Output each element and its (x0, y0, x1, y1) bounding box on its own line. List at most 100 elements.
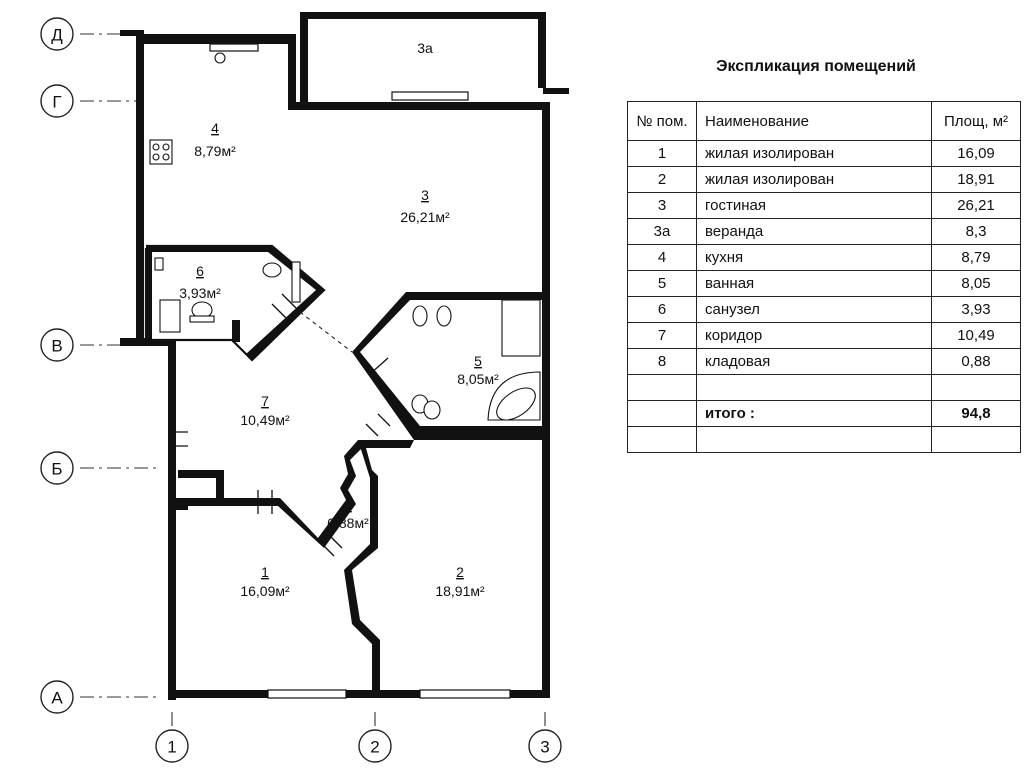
sink-icon (214, 52, 226, 64)
room-area: 0,88м² (327, 515, 369, 531)
table-header-row: № пом. Наименование Площ, м² (627, 101, 1021, 141)
table-row-empty (627, 374, 1021, 401)
room-number: 2 (456, 564, 464, 580)
room-area: 3,93м² (179, 285, 221, 301)
axis-label-b: Б (51, 460, 62, 479)
bidet5-icon (436, 305, 452, 327)
header-name: Наименование (696, 101, 932, 141)
row-area: 3,93 (931, 296, 1021, 323)
table-row-empty (627, 426, 1021, 453)
fixtures (149, 52, 541, 421)
axis-label-1: 1 (167, 738, 176, 757)
row-area: 10,49 (931, 322, 1021, 349)
axis-marker-b: Б (40, 451, 74, 485)
axis-marker-d: Д (40, 17, 74, 51)
room-label-1: 1 16,09м² (240, 564, 290, 599)
table-row: 8 кладовая 0,88 (627, 348, 1021, 375)
room-label-3: 3 26,21м² (400, 187, 450, 225)
row-num: 3 (627, 192, 697, 219)
row-num: 3а (627, 218, 697, 245)
room-label-6: 6 3,93м² (179, 263, 221, 301)
room-area: 16,09м² (240, 583, 290, 599)
row-name: веранда (696, 218, 932, 245)
room-label-3a: 3а (417, 40, 433, 56)
room2-window (419, 689, 511, 699)
axis-label-a: А (51, 689, 63, 708)
door-marks (168, 293, 391, 557)
axis-label-2: 2 (370, 738, 379, 757)
row-num: 4 (627, 244, 697, 271)
table-row: 3а веранда 8,3 (627, 218, 1021, 245)
room-area: 10,49м² (240, 412, 290, 428)
axis-label-g: Г (52, 93, 61, 112)
room-area: 8,05м² (457, 371, 499, 387)
room-label-5: 5 8,05м² (457, 353, 499, 387)
room-area: 18,91м² (435, 583, 485, 599)
room-number: 3а (417, 40, 433, 56)
toilet5-icon (412, 305, 428, 327)
row-name: коридор (696, 322, 932, 349)
room-number: 6 (196, 263, 204, 279)
row-area: 0,88 (931, 348, 1021, 375)
row-area: 8,05 (931, 270, 1021, 297)
axis-label-v: В (51, 337, 62, 356)
row-name: кухня (696, 244, 932, 271)
room-label-8: 8 0,88м² (327, 497, 369, 531)
room-number: 7 (261, 393, 269, 409)
room-label-2: 2 18,91м² (435, 564, 485, 599)
axis-label-d: Д (51, 26, 63, 45)
row-area: 8,3 (931, 218, 1021, 245)
row-num: 5 (627, 270, 697, 297)
room-label-7: 7 10,49м² (240, 393, 290, 428)
row-num: 8 (627, 348, 697, 375)
row-name: гостиная (696, 192, 932, 219)
room-number: 8 (344, 497, 352, 513)
total-area: 94,8 (931, 400, 1021, 427)
room-number: 3 (421, 187, 429, 203)
room-area: 26,21м² (400, 209, 450, 225)
row-name: ванная (696, 270, 932, 297)
total-label: итого : (696, 400, 932, 427)
kitchen-window (209, 43, 259, 52)
room-number: 1 (261, 564, 269, 580)
bath6-shower-icon (291, 261, 301, 303)
veranda-window (391, 91, 469, 101)
table-row: 5 ванная 8,05 (627, 270, 1021, 297)
room-number: 5 (474, 353, 482, 369)
table-row: 7 коридор 10,49 (627, 322, 1021, 349)
header-num: № пом. (627, 101, 697, 141)
room-label-4: 4 8,79м² (194, 120, 236, 159)
row-num: 2 (627, 166, 697, 193)
stove-icon (149, 139, 173, 165)
axis-marker-1: 1 (155, 729, 189, 763)
row-area: 18,91 (931, 166, 1021, 193)
axis-marker-v: В (40, 328, 74, 362)
table-row: 3 гостиная 26,21 (627, 192, 1021, 219)
row-name: жилая изолирован (696, 140, 932, 167)
row-area: 16,09 (931, 140, 1021, 167)
row-name: жилая изолирован (696, 166, 932, 193)
table-row: 6 санузел 3,93 (627, 296, 1021, 323)
table-row: 2 жилая изолирован 18,91 (627, 166, 1021, 193)
room1-window (267, 689, 347, 699)
axis-lines (80, 33, 546, 730)
row-num: 6 (627, 296, 697, 323)
header-area: Площ, м² (931, 101, 1021, 141)
room-area: 8,79м² (194, 143, 236, 159)
veranda-walls (300, 12, 569, 104)
row-num: 1 (627, 140, 697, 167)
axis-label-3: 3 (540, 738, 549, 757)
table-row: 1 жилая изолирован 16,09 (627, 140, 1021, 167)
row-name: санузел (696, 296, 932, 323)
table-row: 4 кухня 8,79 (627, 244, 1021, 271)
axis-marker-3: 3 (528, 729, 562, 763)
table-total-row: итого : 94,8 (627, 400, 1021, 427)
row-name: кладовая (696, 348, 932, 375)
axis-marker-g: Г (40, 84, 74, 118)
row-area: 8,79 (931, 244, 1021, 271)
explication-title: Экспликация помещений (716, 58, 916, 75)
row-area: 26,21 (931, 192, 1021, 219)
shower5-icon (501, 299, 541, 357)
axis-marker-a: А (40, 680, 74, 714)
